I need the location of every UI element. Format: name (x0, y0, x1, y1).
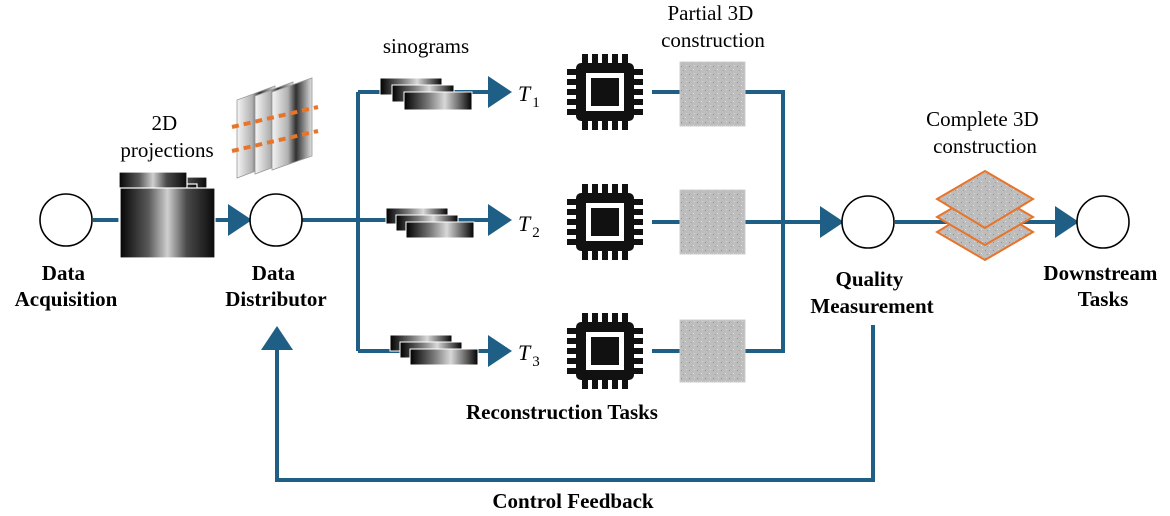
edge-recon3-merge (745, 222, 785, 353)
reconstruction-slice-icon (679, 319, 746, 383)
edge-recon1-merge (745, 90, 785, 222)
downstream-tasks-label: Downstream Tasks (1043, 261, 1162, 311)
reconstruction-tasks-label: Reconstruction Tasks (466, 400, 658, 424)
sinogram-stack-icon (389, 334, 479, 366)
sliced-projections-icon (231, 77, 319, 179)
projection-stack-icon (118, 171, 216, 259)
volume-stack-icon (935, 169, 1035, 262)
data-acquisition-node (39, 193, 93, 247)
sinogram-stack-icon (385, 207, 475, 239)
data-acquisition-label: Data Acquisition (15, 261, 118, 311)
quality-measurement-node (841, 195, 895, 249)
sinogram-stack-icon (379, 77, 473, 111)
data-distributor-node (249, 193, 303, 247)
processor-chip-icon (567, 184, 643, 260)
processor-chip-icon (567, 313, 643, 389)
partial-construction-annotation: Partial 3D construction (661, 1, 765, 52)
downstream-tasks-node (1076, 195, 1130, 249)
edge-control-feedback (261, 325, 875, 482)
sinograms-annotation: sinograms (383, 34, 469, 58)
reconstruction-slice-icon (679, 189, 746, 255)
processor-chip-icon (567, 54, 643, 130)
data-distributor-label: Data Distributor (225, 261, 327, 311)
control-feedback-label: Control Feedback (492, 489, 654, 513)
projections-annotation: 2D projections (120, 111, 213, 162)
complete-construction-annotation: Complete 3D construction (926, 107, 1044, 158)
quality-measurement-label: Quality Measurement (810, 267, 933, 318)
reconstruction-slice-icon (679, 61, 746, 127)
